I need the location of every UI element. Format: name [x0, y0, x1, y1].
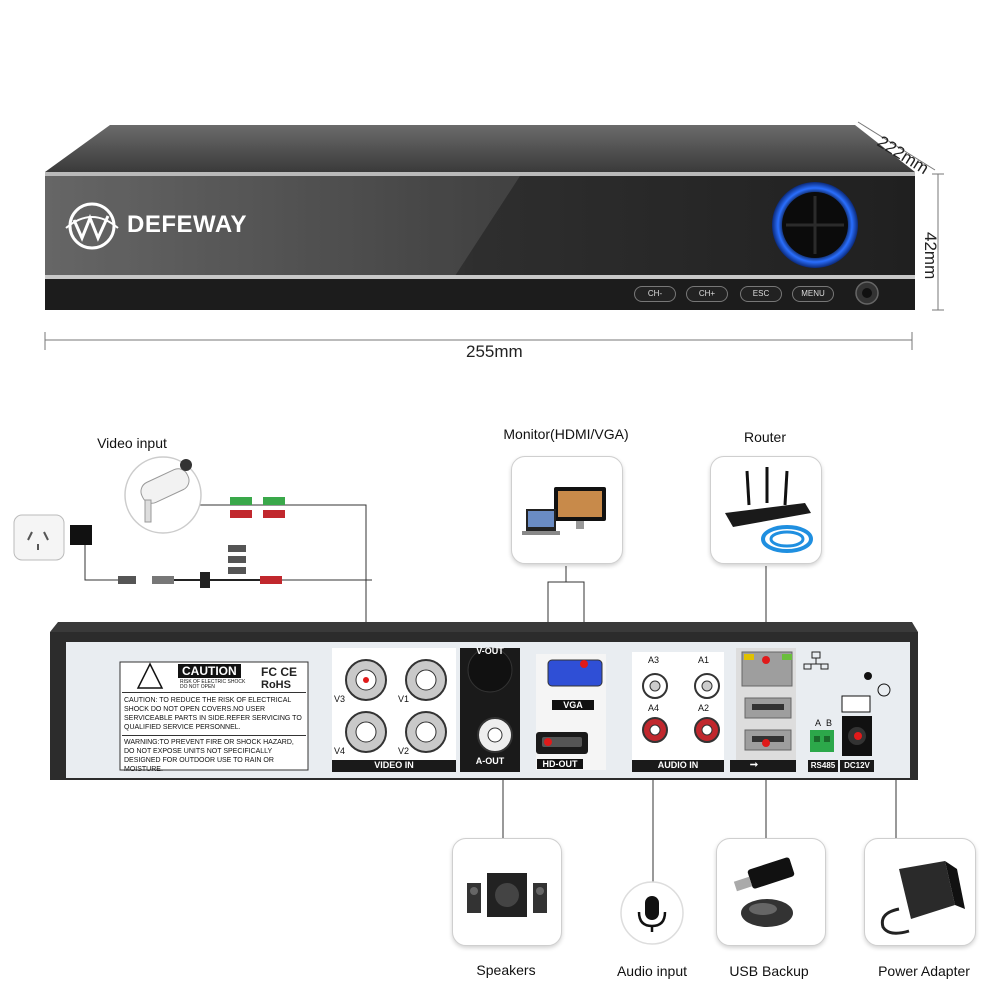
- speakers-callout: [452, 838, 562, 946]
- port-label-a3: A3: [648, 655, 660, 665]
- speakers-icon: [467, 873, 547, 917]
- video-in-label: VIDEO IN: [374, 760, 414, 770]
- rca-port-a3: [642, 673, 668, 699]
- rca-port-a4: [642, 717, 668, 743]
- caution-text: CAUTION: TO REDUCE THE RISK OF ELECTRICA…: [124, 697, 302, 731]
- video-input-label: Video input: [97, 435, 167, 451]
- rs485-b-label: B: [826, 718, 833, 728]
- port-label-v1: V1: [398, 694, 410, 704]
- router-label: Router: [743, 429, 787, 445]
- v-out-label: V-OUT: [476, 646, 504, 656]
- rca-port-a-out: [477, 717, 513, 753]
- router-icon: [725, 467, 813, 553]
- monitor-callout: [511, 456, 623, 564]
- power-adapter-label: Power Adapter: [878, 963, 970, 979]
- bnc-port-v3: [345, 659, 387, 701]
- hd-out-label: HD-OUT: [537, 759, 583, 769]
- monitor-icon: [522, 487, 606, 535]
- port-label-v2: V2: [398, 746, 410, 756]
- power-adapter-callout: [864, 838, 976, 946]
- front-button-ch-plus: CH+: [686, 286, 728, 302]
- rs485-a-label: A: [815, 718, 822, 728]
- front-button-ch-minus: CH-: [634, 286, 676, 302]
- rohs-mark: RoHS: [261, 679, 291, 691]
- connection-diagram: [13, 456, 918, 885]
- height-dimension-label: 42mm: [921, 232, 940, 280]
- front-button-esc: ESC: [740, 286, 782, 302]
- usb-backup-label: USB Backup: [729, 963, 809, 979]
- port-label-a4: A4: [648, 703, 660, 713]
- rs485-label: RS485: [810, 761, 836, 770]
- bnc-port-v4: [345, 711, 387, 753]
- port-label-a2: A2: [698, 703, 710, 713]
- caution-title: CAUTION: [178, 664, 241, 678]
- usb-backup-callout: [716, 838, 826, 946]
- front-button-menu: MENU: [792, 286, 834, 302]
- port-label-a1: A1: [698, 655, 710, 665]
- usb-icon: ⭢: [750, 759, 758, 770]
- speakers-label: Speakers: [476, 962, 536, 978]
- warning-text: WARNING:TO PREVENT FIRE OR SHOCK HAZARD,…: [124, 739, 294, 773]
- monitor-label: Monitor(HDMI/VGA): [503, 426, 629, 442]
- port-label-v3: V3: [334, 694, 346, 704]
- router-callout: [710, 456, 822, 564]
- vga-label: VGA: [552, 700, 594, 710]
- audio-input-label: Audio input: [616, 963, 688, 979]
- microphone-icon: [620, 881, 684, 945]
- rca-port-a1: [694, 673, 720, 699]
- dvr-front-illustration: [44, 121, 944, 350]
- dc12v-label: DC12V: [844, 761, 870, 770]
- cert-marks: FC CE: [261, 665, 297, 679]
- a-out-label: A-OUT: [475, 756, 505, 766]
- audio-in-label: AUDIO IN: [657, 760, 699, 770]
- width-dimension-label: 255mm: [466, 342, 523, 361]
- usb-drive-icon: [733, 857, 795, 927]
- power-adapter-icon: [880, 861, 965, 935]
- caution-subtitle: RISK OF ELECTRIC SHOCK DO NOT OPEN: [180, 679, 246, 690]
- rca-port-a2: [694, 717, 720, 743]
- port-label-v4: V4: [334, 746, 346, 756]
- bnc-port-v2: [405, 711, 447, 753]
- bnc-port-v1: [405, 659, 447, 701]
- brand-logo-text: DEFEWAY: [127, 211, 247, 238]
